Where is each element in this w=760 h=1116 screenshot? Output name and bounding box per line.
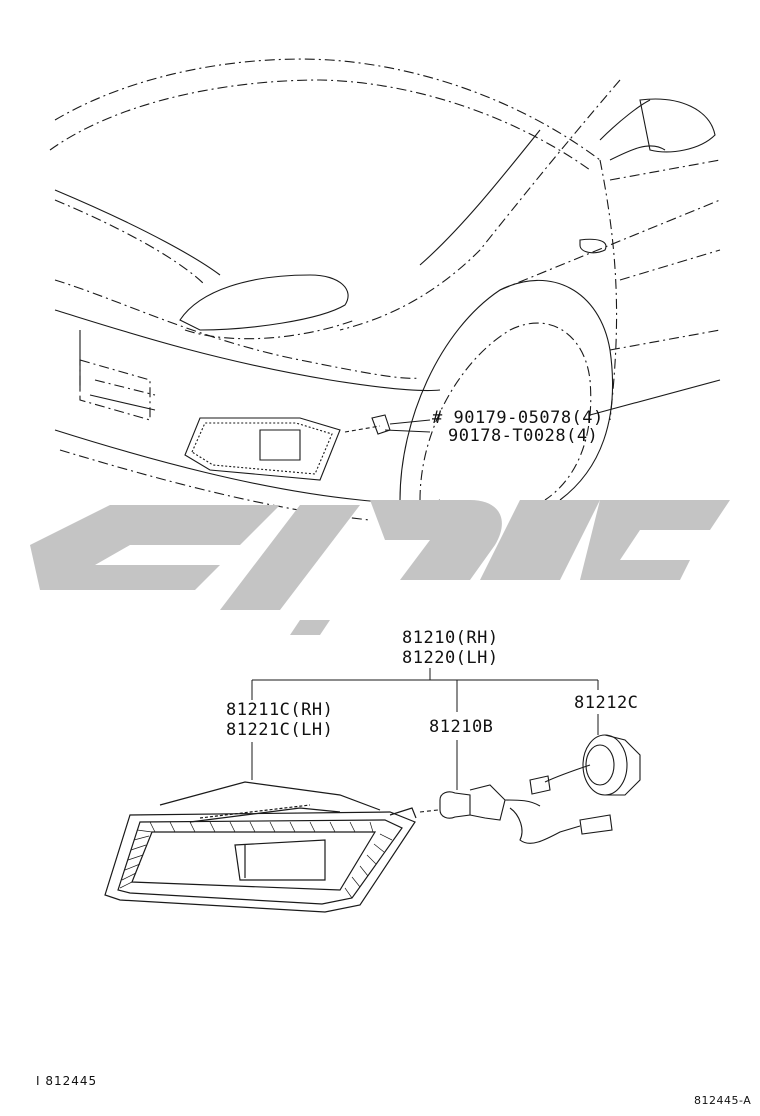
housing-rh-code: 81211C(RH) [226,700,334,720]
socket [529,734,641,796]
leader-lines [251,668,599,790]
bulb [419,784,613,844]
assembly-lh-code: 81220(LH) [402,648,499,668]
housing-lh-code: 81221C(LH) [226,720,334,740]
footer-right-code: 812445-A [694,1094,752,1107]
assembly-rh-code: 81210(RH) [402,628,499,648]
watermark-logo [30,500,730,635]
socket-code: 81212C [574,693,639,713]
car-outline [49,58,721,521]
fog-lamp-housing [104,781,417,913]
housing-hatching [119,821,393,899]
bulb-code: 81210B [429,717,494,737]
footer-left-code: I 812445 [36,1074,98,1088]
bolt-code-1: # 90179-05078(4) [432,408,604,428]
bolt-code-2: 90178-T0028(4) [448,426,599,446]
